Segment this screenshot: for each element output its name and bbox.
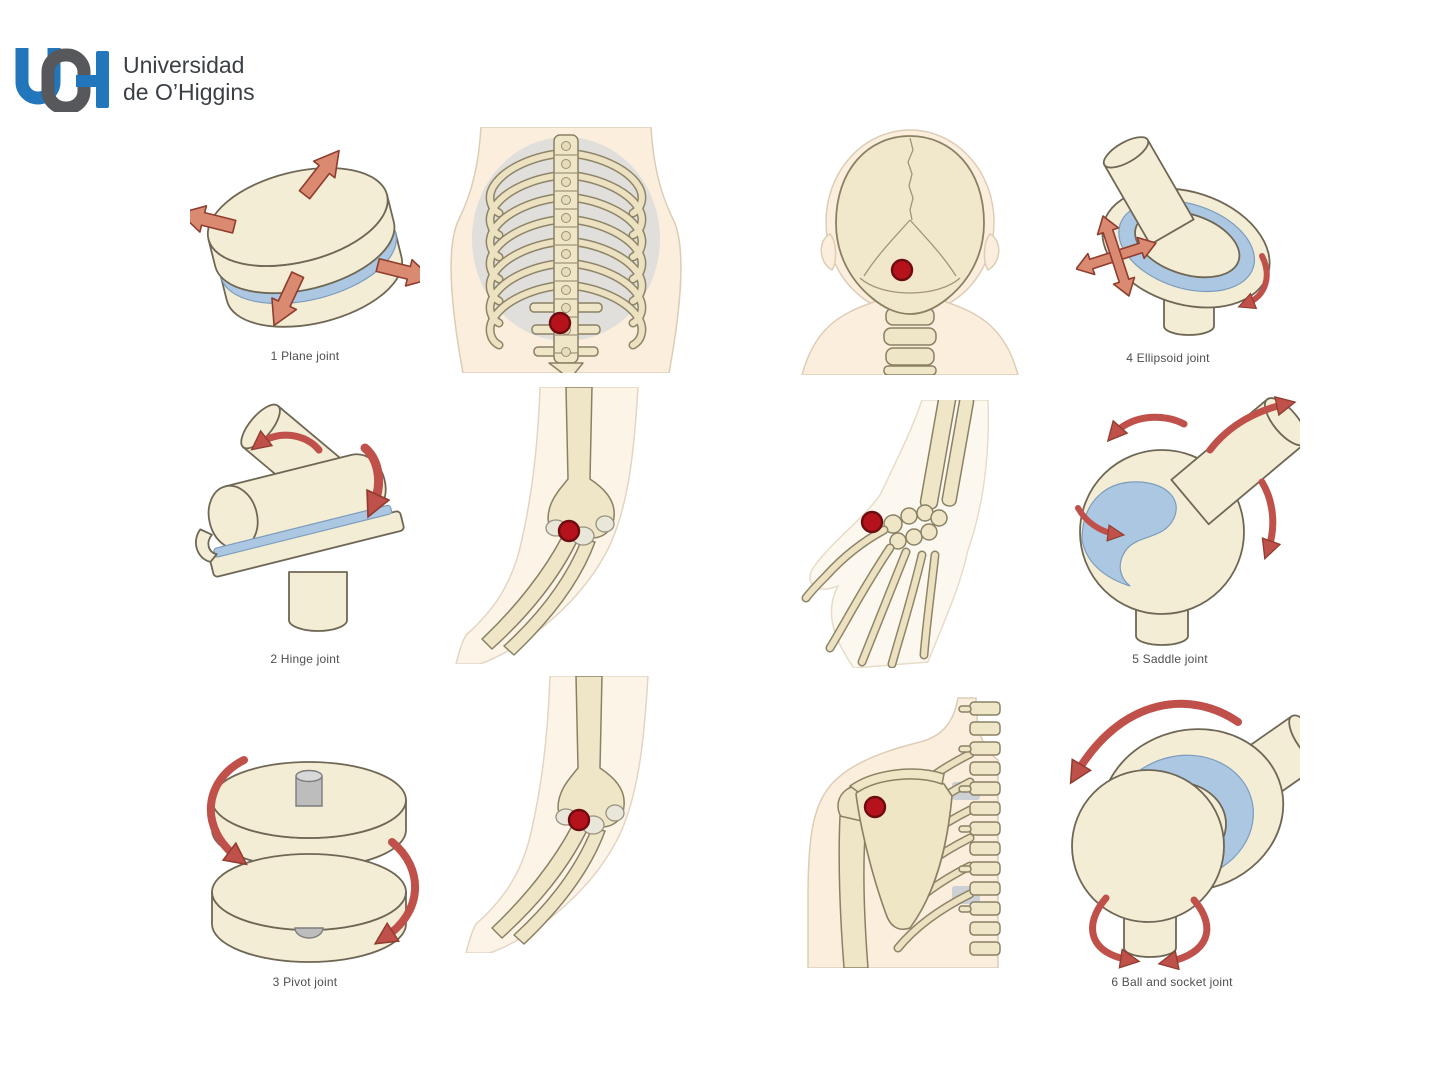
- label-saddle-joint: 5 Saddle joint: [1132, 652, 1208, 666]
- university-name-line2: de O’Higgins: [123, 79, 255, 105]
- label-hinge-joint: 2 Hinge joint: [270, 652, 340, 666]
- rotation-arrow: [1237, 253, 1270, 310]
- wrist-hand-figure: [792, 400, 1010, 668]
- label-ellipsoid-joint: 4 Ellipsoid joint: [1126, 351, 1210, 365]
- pivot-joint-diagram: [184, 742, 432, 970]
- joint-marker-dot: [863, 795, 887, 819]
- flexion-arrow: [250, 429, 323, 454]
- ellipsoid-joint-diagram: [1076, 136, 1291, 346]
- university-name: Universidad de O’Higgins: [123, 52, 255, 106]
- label-plane-joint: 1 Plane joint: [270, 349, 340, 363]
- joint-marker-dot: [548, 311, 572, 335]
- saddle-joint-diagram: [1062, 390, 1300, 648]
- rotation-arrow-right: [373, 838, 419, 945]
- motion-arrow-left: [1075, 505, 1126, 542]
- skull-neck-figure: [790, 128, 1030, 375]
- uoh-logo-icon: [15, 48, 109, 112]
- carpal-bones: [883, 504, 948, 550]
- motion-arrow-right: [1258, 478, 1282, 561]
- joint-marker-dot: [890, 258, 914, 282]
- elbow-pivot-figure: [462, 676, 677, 953]
- hinge-joint-diagram: [193, 392, 421, 648]
- plane-joint-diagram: [190, 142, 420, 350]
- hinge-band-arrow: [360, 443, 391, 519]
- spine-column: [958, 701, 1001, 956]
- label-ball-socket-joint: 6 Ball and socket joint: [1111, 975, 1233, 989]
- joint-marker-dot: [567, 808, 591, 832]
- elbow-hinge-figure: [452, 387, 667, 664]
- rotation-arrow-bottom-left: [1089, 894, 1141, 969]
- rotation-arrow-bottom-right: [1157, 896, 1211, 970]
- rotation-arrow-left: [207, 756, 248, 866]
- spine-ribcage-figure: [437, 127, 695, 373]
- university-logo: Universidad de O’Higgins: [10, 46, 255, 112]
- fingers: [801, 525, 940, 668]
- shoulder-figure: [802, 690, 1020, 968]
- motion-arrow-top-right: [1206, 395, 1297, 454]
- university-name-line1: Universidad: [123, 52, 245, 78]
- motion-arrow-top-left: [1106, 413, 1188, 443]
- swing-arrow-top: [1069, 699, 1242, 785]
- joint-marker-dot: [557, 519, 581, 543]
- label-pivot-joint: 3 Pivot joint: [272, 975, 338, 989]
- ball-and-socket-joint-diagram: [1042, 688, 1300, 970]
- joint-marker-dot: [860, 510, 884, 534]
